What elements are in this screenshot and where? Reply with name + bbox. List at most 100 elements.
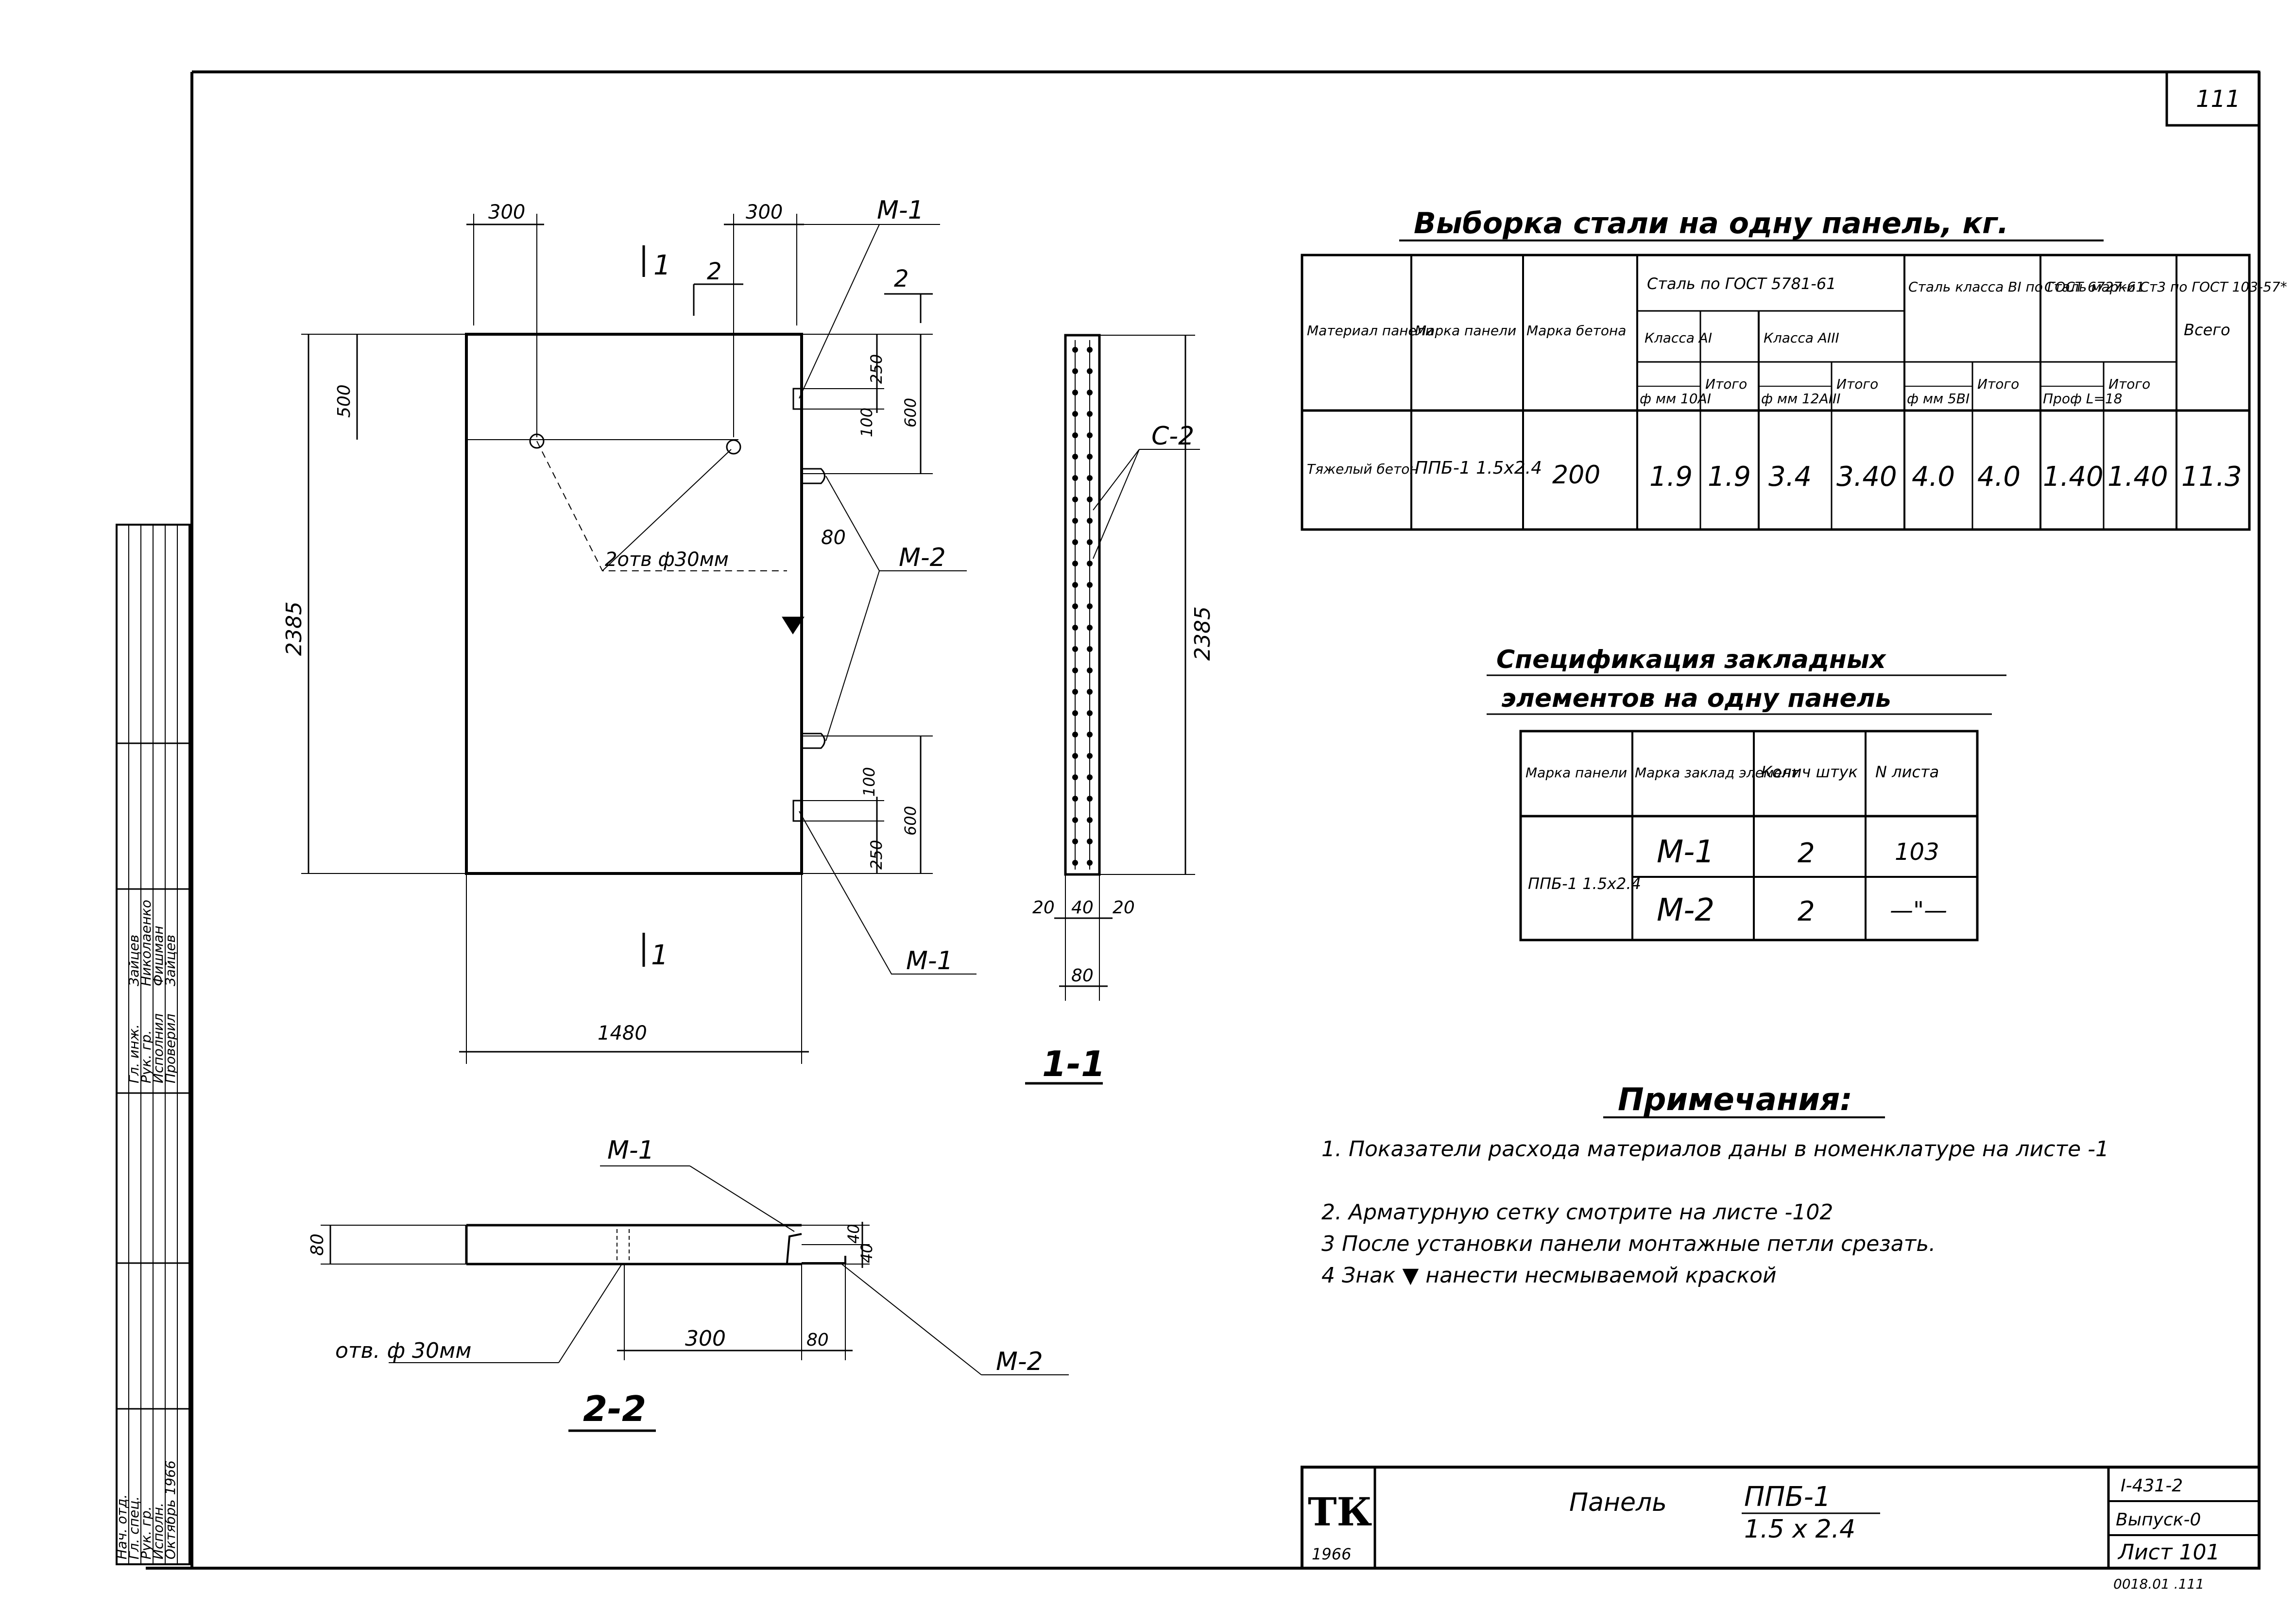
section-1-1-title: 1-1	[1042, 1043, 1105, 1084]
rebar-dot	[1087, 625, 1093, 631]
dim-20-left: 20	[1032, 898, 1055, 918]
th-panel-mark: Марка панели	[1415, 323, 1516, 339]
note-3: 3 После установки панели монтажные петли…	[1321, 1232, 1936, 1256]
dim-80-section2-left: 80	[308, 1233, 327, 1256]
stamp-row-4-role: Проверил	[162, 1013, 178, 1083]
th-itogo-1: Итого	[1705, 376, 1747, 392]
section-2-2	[321, 1165, 1069, 1432]
stamp-row-2-name: Николаенко	[138, 900, 154, 986]
rebar-dot	[1072, 496, 1078, 502]
td-panel-mark: ППБ-1 1.5х2.4	[1415, 458, 1542, 478]
stamp-row-2-role: Рук. гр.	[138, 1030, 154, 1083]
rebar-dot	[1072, 625, 1078, 631]
th-d-a1: ф мм 10АI	[1640, 391, 1711, 407]
th-class-a1: Класса АI	[1645, 330, 1712, 346]
rebar-dot	[1087, 582, 1093, 588]
rebar-dot	[1072, 689, 1078, 695]
mark-m2: М-2	[899, 543, 946, 572]
dim-80: 80	[821, 527, 846, 549]
title-block-sheet: Лист 101	[2117, 1540, 2220, 1565]
dim-80-section: 80	[1071, 966, 1094, 986]
dim-100-bottom: 100	[860, 767, 878, 797]
rebar-dot	[1087, 817, 1093, 823]
dim-40-bottom: 40	[857, 1243, 876, 1263]
rebar-dot	[1087, 667, 1093, 673]
stamp-label-1: Нач. отд.	[114, 1494, 130, 1559]
note-4: 4 Знак ▼ нанести несмываемой краской	[1321, 1263, 1777, 1288]
rebar-dot	[1072, 518, 1078, 524]
stamp-row-1-role: Гл. инж.	[126, 1024, 142, 1083]
rebar-dot	[1072, 796, 1078, 802]
rebar-dot	[1087, 539, 1093, 545]
mark-m1-bottom: М-1	[906, 946, 953, 975]
rebar-dot	[1087, 368, 1093, 374]
rebar-dot	[1087, 774, 1093, 780]
rebar-dot	[1087, 689, 1093, 695]
td-a3-total: 3.40	[1836, 461, 1897, 493]
td-a1: 1.9	[1649, 461, 1693, 493]
mark-c2: С-2	[1151, 422, 1194, 451]
dim-500: 500	[334, 384, 354, 418]
dim-250-bottom: 250	[867, 840, 886, 870]
rebar-dot	[1087, 838, 1093, 844]
arrow-label-2-left: 2	[707, 258, 722, 285]
rebar-dot	[1087, 860, 1093, 866]
title-block-size: 1.5 х 2.4	[1744, 1515, 1855, 1544]
th-itogo-4: Итого	[2108, 376, 2150, 392]
title-block-name: Панель	[1569, 1488, 1667, 1517]
rebar-dot	[1072, 817, 1078, 823]
rebar-dot	[1087, 475, 1093, 481]
dim-1480: 1480	[598, 1022, 647, 1044]
td-a3: 3.4	[1768, 461, 1812, 493]
panel-elevation	[301, 214, 977, 1064]
title-block-issue: Выпуск-0	[2116, 1510, 2201, 1530]
dim-300-right: 300	[746, 201, 783, 223]
th-total: Всего	[2184, 321, 2230, 339]
rebar-dot	[1072, 753, 1078, 759]
dim-300-section: 300	[685, 1326, 726, 1351]
rebar-dot	[1072, 390, 1078, 395]
rebar-dot	[1087, 518, 1093, 524]
mark-m2-section: М-2	[996, 1347, 1043, 1376]
rebar-dot	[1087, 411, 1093, 417]
mark-m1-top: М-1	[877, 196, 924, 225]
rebar-dot	[1072, 667, 1078, 673]
stamp-label-2: Гл. спец.	[126, 1496, 142, 1559]
rebar-dot	[1072, 454, 1078, 460]
stamp-label-3: Рук. гр.	[138, 1506, 154, 1559]
rebar-dot	[1087, 454, 1093, 460]
section-mark-top: 1	[653, 250, 671, 281]
emb-td-element-2: М-2	[1657, 892, 1714, 928]
th-prof: Проф L=18	[2043, 391, 2123, 407]
rebar-dot	[1072, 432, 1078, 438]
side-stamp	[116, 524, 190, 1565]
rebar-dot	[1072, 561, 1078, 566]
dim-80-section2-right: 80	[806, 1330, 829, 1350]
steel-table-grid	[1301, 254, 2251, 531]
dim-40: 40	[1071, 898, 1094, 918]
dim-20-right: 20	[1113, 898, 1135, 918]
th-steel-b1: Сталь класса ВI по ГОСТ 6727-61	[1908, 279, 2144, 295]
dim-2385-section: 2385	[1190, 606, 1215, 661]
rebar-dot	[1087, 646, 1093, 652]
emb-th-qty: Колич штук	[1761, 763, 1858, 781]
td-ct3: 1.40	[2043, 461, 2104, 493]
td-b1-total: 4.0	[1977, 461, 2021, 493]
rebar-dot	[1072, 774, 1078, 780]
rebar-dot	[1087, 753, 1093, 759]
rebar-dot	[1072, 710, 1078, 716]
rebar-dot	[1087, 390, 1093, 395]
emb-td-panel: ППБ-1 1.5х2.4	[1528, 874, 1641, 893]
rebar-dot	[1087, 347, 1093, 353]
embedded-title-2: элементов на одну панель	[1501, 684, 1891, 713]
td-ct3-total: 1.40	[2108, 461, 2168, 493]
title-block-year: 1966	[1312, 1545, 1351, 1563]
rebar-dot	[1072, 603, 1078, 609]
title-block-logo: ТК	[1308, 1489, 1372, 1535]
stamp-row-3-role: Исполнил	[150, 1013, 166, 1083]
corner-sheet-number: 111	[2196, 86, 2241, 113]
dim-300-left: 300	[488, 201, 525, 223]
note-1: 1. Показатели расхода материалов даны в …	[1321, 1137, 2109, 1162]
title-block	[1301, 1466, 2261, 1570]
